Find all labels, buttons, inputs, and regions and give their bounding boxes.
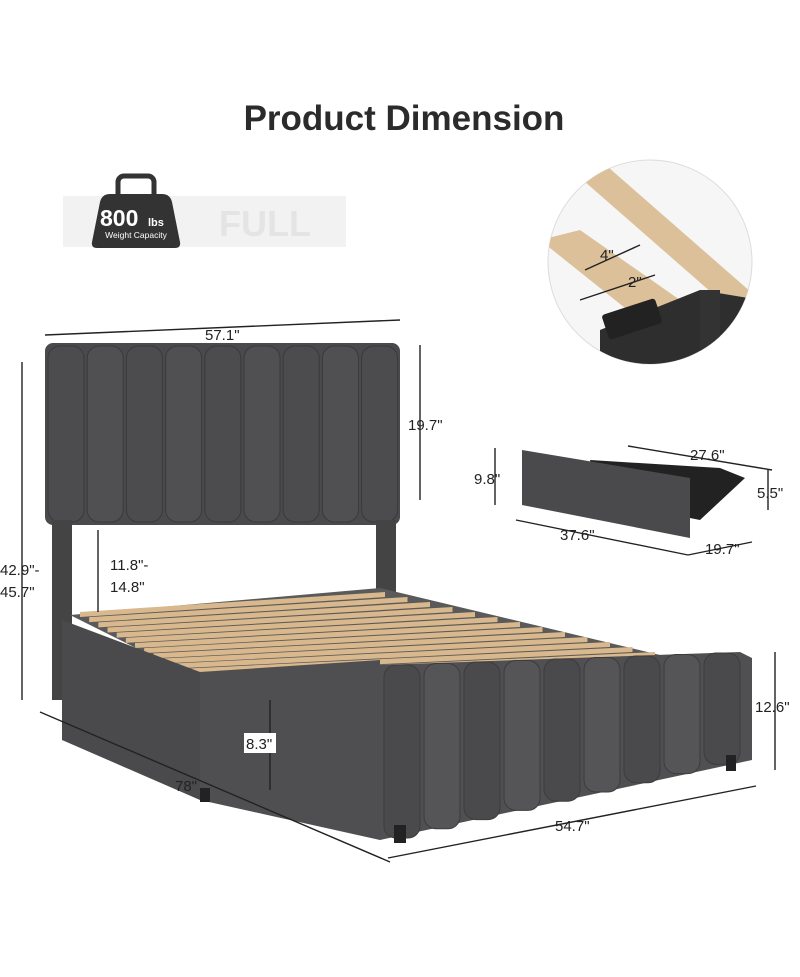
headboard bbox=[45, 343, 400, 700]
headboard-channel bbox=[361, 345, 399, 523]
weight-icon bbox=[91, 173, 181, 248]
headboard-channel bbox=[47, 345, 85, 523]
headboard-channel bbox=[282, 345, 320, 523]
bed-slat bbox=[107, 607, 453, 633]
footboard-channel bbox=[703, 652, 741, 765]
footboard-channel bbox=[583, 657, 621, 793]
under-bed-clearance-label: 8.3" bbox=[246, 736, 272, 753]
headboard-channel bbox=[321, 345, 359, 523]
slat-detail-inset: 4" 2" bbox=[547, 159, 753, 365]
drawer-front-width-label: 37.6" bbox=[560, 527, 595, 544]
clearance-max-label: 14.8" bbox=[110, 579, 145, 596]
bed-slat bbox=[116, 612, 476, 638]
drawer-inner-length-label: 27.6" bbox=[690, 447, 725, 464]
length-label: 78" bbox=[175, 778, 197, 795]
slat-gap-label: 2" bbox=[628, 274, 642, 291]
weight-value: 800 bbox=[100, 205, 138, 231]
footboard-channel bbox=[423, 663, 461, 830]
page-title: Product Dimension bbox=[244, 99, 565, 138]
headboard-width-label: 57.1" bbox=[205, 327, 240, 344]
footboard-channel bbox=[383, 664, 421, 839]
weight-caption: Weight Capacity bbox=[105, 230, 167, 240]
footboard-channel bbox=[623, 655, 661, 784]
headboard-channel bbox=[86, 345, 124, 523]
bed-slat bbox=[125, 617, 498, 643]
width-label: 54.7" bbox=[555, 818, 590, 835]
headboard-channel bbox=[204, 345, 242, 523]
bed-slat bbox=[80, 592, 385, 617]
headboard-height-label: 19.7" bbox=[408, 417, 443, 434]
drawer-depth-label: 19.7" bbox=[705, 541, 740, 558]
bed-frame bbox=[62, 588, 752, 843]
total-height-min-label: 42.9"- bbox=[0, 562, 40, 579]
footboard-channel bbox=[463, 661, 501, 821]
bed-slat bbox=[135, 622, 520, 648]
footboard-height-label: 12.6" bbox=[755, 699, 790, 716]
bed-slat bbox=[153, 632, 566, 659]
weight-unit: lbs bbox=[148, 217, 164, 229]
bed-slat bbox=[98, 602, 430, 628]
footboard-channel bbox=[543, 658, 581, 802]
headboard-channel bbox=[243, 345, 281, 523]
drawer-front-height-label: 9.8" bbox=[474, 471, 500, 488]
footboard-channel bbox=[663, 654, 701, 775]
drawer bbox=[522, 450, 745, 538]
slat-width-label: 4" bbox=[600, 247, 614, 264]
bed-slat bbox=[89, 597, 408, 623]
clearance-min-label: 11.8"- bbox=[110, 557, 148, 574]
headboard-channel bbox=[125, 345, 163, 523]
bed-slat bbox=[144, 627, 543, 654]
weight-capacity-badge: 800 lbs Weight Capacity FULL bbox=[63, 173, 346, 248]
headboard-channel bbox=[165, 345, 203, 523]
dimension-lines bbox=[21, 319, 776, 863]
bed-slat bbox=[171, 642, 610, 669]
bed-slat bbox=[162, 637, 588, 664]
size-label: FULL bbox=[219, 203, 311, 244]
total-height-max-label: 45.7" bbox=[0, 584, 35, 601]
footboard-channel bbox=[503, 660, 541, 811]
drawer-box-height-label: 5.5" bbox=[757, 485, 783, 502]
